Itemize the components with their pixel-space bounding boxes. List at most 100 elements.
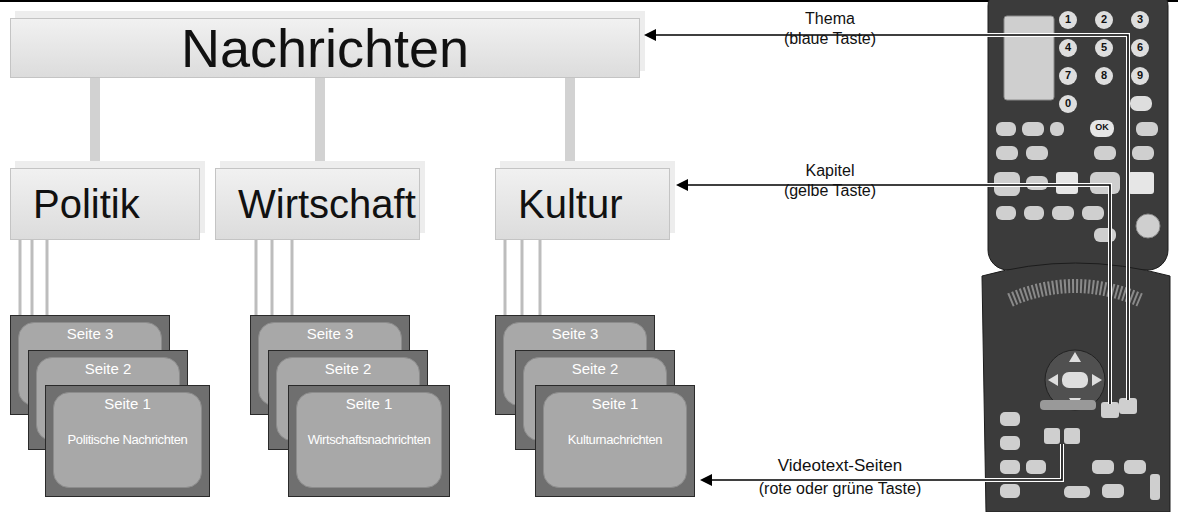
- pointer-label: Thema: [700, 10, 960, 28]
- hierarchy-connector: [565, 78, 575, 168]
- pointer-label: (rote oder grüne Taste): [710, 480, 970, 498]
- remote-button: [1056, 172, 1078, 194]
- nav-arrow: [1069, 352, 1081, 362]
- remote-body: [988, 0, 1168, 270]
- pointer-label: (blaue Taste): [700, 30, 960, 48]
- pointer-label: Videotext-Seiten: [710, 456, 970, 476]
- node-body: Kulturnachrichten: [542, 432, 688, 447]
- hierarchy-connector: [255, 240, 258, 315]
- pointer-line: [684, 185, 1110, 404]
- node-title: Seite 1: [46, 395, 209, 412]
- remote-button: [1094, 228, 1116, 242]
- button-label: 5: [974, 41, 1178, 53]
- remote-button: [1132, 146, 1154, 160]
- remote-button: [1052, 206, 1074, 220]
- hierarchy-connector: [315, 78, 325, 168]
- topic-band: Nachrichten: [10, 18, 640, 78]
- red-key: [1044, 428, 1060, 444]
- remote-switch: [1150, 474, 1160, 500]
- remote-button: [1082, 206, 1104, 220]
- remote-button: [1124, 460, 1146, 474]
- remote-button: [1026, 176, 1048, 190]
- hierarchy-connector: [504, 240, 507, 315]
- node-title: Seite 3: [11, 325, 169, 342]
- node-title: Politik: [33, 169, 195, 239]
- top-rule: [0, 0, 1178, 2]
- remote-button: [1026, 460, 1046, 474]
- remote-button: [1000, 484, 1020, 498]
- node-title: Seite 2: [269, 360, 427, 377]
- green-key: [1064, 428, 1080, 444]
- remote-button: [996, 146, 1018, 160]
- remote-button: [1094, 146, 1116, 160]
- remote-button: [1050, 122, 1064, 136]
- remote-button: [1000, 460, 1020, 474]
- pointer-head: [644, 29, 656, 41]
- pointer-line: [710, 444, 1062, 480]
- navigation-pad: [1045, 350, 1105, 410]
- button-label: 6: [1010, 41, 1178, 53]
- button-label: 3: [1010, 13, 1178, 25]
- remote-button: [996, 206, 1016, 220]
- chapter-box: Wirtschaft: [215, 168, 420, 240]
- videotext-page: Seite 1 Kulturnachrichten: [535, 385, 695, 497]
- node-body: Politische Nachrichten: [52, 432, 203, 447]
- button-label: 2: [974, 13, 1178, 25]
- node-title: Seite 3: [496, 325, 654, 342]
- remote-button: [996, 122, 1016, 136]
- node-title: Seite 2: [29, 360, 187, 377]
- yellow-key: [1101, 402, 1119, 418]
- remote-button: [1040, 400, 1096, 410]
- remote-button: [1000, 412, 1020, 426]
- videotext-page: Seite 1 Politische Nachrichten: [45, 385, 210, 497]
- node-title: Wirtschaft: [238, 169, 415, 239]
- remote-button: [1024, 206, 1044, 220]
- blue-key: [1119, 398, 1137, 414]
- pointer-halo: [684, 185, 1110, 404]
- remote-button: [1064, 486, 1090, 498]
- button-label: OK: [972, 122, 1178, 132]
- node-title: Kultur: [518, 169, 665, 239]
- pointer-head: [676, 179, 688, 191]
- nav-arrow: [1048, 374, 1058, 386]
- remote-body: [982, 263, 1170, 512]
- node-title: Seite 2: [516, 360, 674, 377]
- remote-button: [1136, 122, 1158, 136]
- pointer-halo: [710, 444, 1062, 480]
- node-title: Nachrichten: [11, 19, 639, 77]
- button-label: 9: [1010, 69, 1178, 81]
- chapter-box: Kultur: [495, 168, 670, 240]
- hierarchy-connector: [19, 240, 22, 315]
- node-body: Wirtschaftsnachrichten: [295, 432, 443, 447]
- pointer-line: [652, 35, 1128, 400]
- node-title: Seite 3: [251, 325, 409, 342]
- node-title: Seite 1: [536, 395, 694, 412]
- pointer-halo: [652, 35, 1128, 400]
- pointer-label: (gelbe Taste): [700, 182, 960, 200]
- nav-arrow: [1069, 398, 1081, 408]
- remote-button: [1022, 122, 1044, 136]
- remote-button: [1102, 484, 1124, 498]
- button-label: 8: [974, 69, 1178, 81]
- remote-button: [1090, 172, 1120, 194]
- remote-display: [1004, 16, 1054, 100]
- node-title: Seite 1: [289, 395, 449, 412]
- remote-button: [1000, 436, 1020, 450]
- pointer-head: [700, 474, 712, 486]
- hierarchy-connector: [90, 78, 100, 168]
- remote-wheel: [1010, 286, 1140, 300]
- remote-button: [1092, 460, 1114, 474]
- remote-button: [1130, 96, 1152, 111]
- remote-button: [994, 172, 1020, 196]
- remote-button: [1128, 172, 1154, 194]
- power-button: [1136, 214, 1160, 238]
- remote-button: [1026, 146, 1048, 160]
- chapter-box: Politik: [10, 168, 200, 240]
- videotext-page: Seite 1 Wirtschaftsnachrichten: [288, 385, 450, 497]
- pointer-label: Kapitel: [700, 162, 960, 180]
- ok-button: [1062, 372, 1088, 388]
- button-label: 0: [938, 97, 1178, 109]
